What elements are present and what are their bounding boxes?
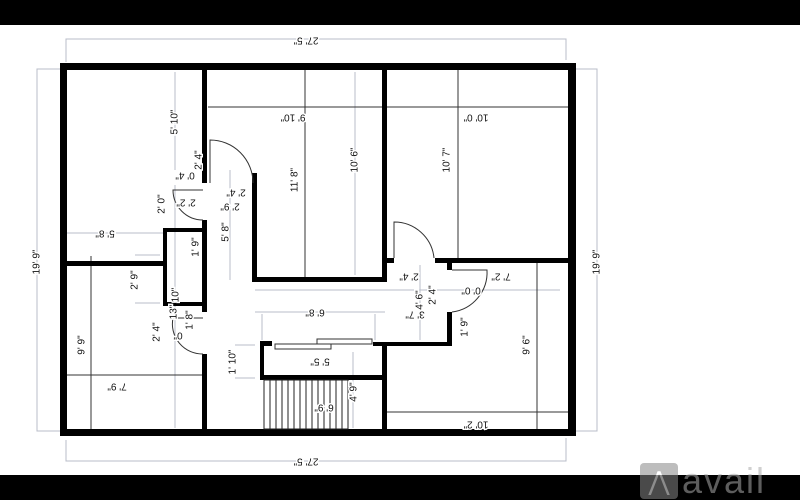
dimension-label: 7' 2" xyxy=(491,270,511,281)
dimension-label: 0" xyxy=(173,329,183,340)
dimension-label: 6' 9" xyxy=(314,401,334,412)
stair-tread xyxy=(275,379,283,430)
windows xyxy=(274,338,373,350)
dimension-label: 27' 5" xyxy=(293,34,318,45)
dimension-label: 1' 10" xyxy=(228,349,239,374)
stair-tread xyxy=(287,379,295,430)
dimension-lines xyxy=(36,38,598,462)
logo-text: avail xyxy=(682,460,767,500)
dimension-label: 27' 5" xyxy=(293,455,318,466)
dimension-label: 4' 6" xyxy=(415,290,426,310)
dimension-label: 19' 9" xyxy=(592,249,603,274)
walls xyxy=(60,63,576,436)
dimension-label: 5' 8" xyxy=(95,227,115,238)
dimension-label: 2' 0" xyxy=(157,194,168,214)
doors xyxy=(171,139,488,355)
avail-logo-icon: ⋀ xyxy=(640,463,678,499)
dimension-label: 7' 9" xyxy=(107,380,127,391)
dimension-label: 13" xyxy=(169,304,180,319)
dimension-label: 0' 0" xyxy=(461,284,481,295)
stair-tread xyxy=(341,379,349,430)
dimension-labels: 27' 5" 27' 5" 19' 9" 19' 9" 5' 10" 9' 10" 11' … xyxy=(30,33,604,468)
dimension-label: 10" xyxy=(171,287,182,302)
dimension-label: 5' 8" xyxy=(221,222,232,242)
staircase xyxy=(263,379,349,430)
dimension-label: 2' 9" xyxy=(130,270,141,290)
dimension-label: 9' 6" xyxy=(522,335,533,355)
stair-tread xyxy=(269,379,277,430)
dimension-label: 1' 9" xyxy=(191,237,202,257)
dimension-label: 11' 8" xyxy=(290,167,301,192)
dimension-label: 1' 8" xyxy=(185,310,196,330)
dimension-label: 6' 8" xyxy=(305,306,325,317)
stair-tread xyxy=(293,379,301,430)
dimension-label: 5' 10" xyxy=(170,109,181,134)
dimension-label: 10' 7" xyxy=(442,147,453,172)
dimension-label: 5' 5" xyxy=(310,355,330,366)
letterbox-top xyxy=(0,0,800,25)
dimension-label: 9' 10" xyxy=(280,111,305,122)
dimension-label: 2' 4" xyxy=(226,186,246,197)
dimension-label: 9' 9" xyxy=(77,335,88,355)
dimension-label: 2' 4" xyxy=(428,285,439,305)
stair-tread xyxy=(305,379,313,430)
dimension-label: 4' 9" xyxy=(349,382,360,402)
dimension-label: 2' 4" xyxy=(152,322,163,342)
stair-tread xyxy=(335,379,343,430)
stair-tread xyxy=(281,379,289,430)
stair-tread xyxy=(263,379,271,430)
dimension-label: 2' 9" xyxy=(220,200,240,211)
dimension-label: 3' 7" xyxy=(405,308,425,319)
avail-logo: ⋀ avail xyxy=(640,460,767,500)
dimension-label: 10' 2" xyxy=(463,418,488,429)
dimension-label: 10' 0" xyxy=(463,111,488,122)
dimension-label: 1' 9" xyxy=(460,317,471,337)
dimension-label: 2' 2" xyxy=(176,196,196,207)
dimension-label: 0' 4" xyxy=(175,169,195,180)
dimension-label: 10' 6" xyxy=(350,147,361,172)
stair-tread xyxy=(299,379,307,430)
dimension-label: 2' 4" xyxy=(399,270,419,281)
room-lines xyxy=(66,68,568,430)
dimension-label: 2' 4" xyxy=(194,150,205,170)
dimension-label: 19' 9" xyxy=(32,249,43,274)
